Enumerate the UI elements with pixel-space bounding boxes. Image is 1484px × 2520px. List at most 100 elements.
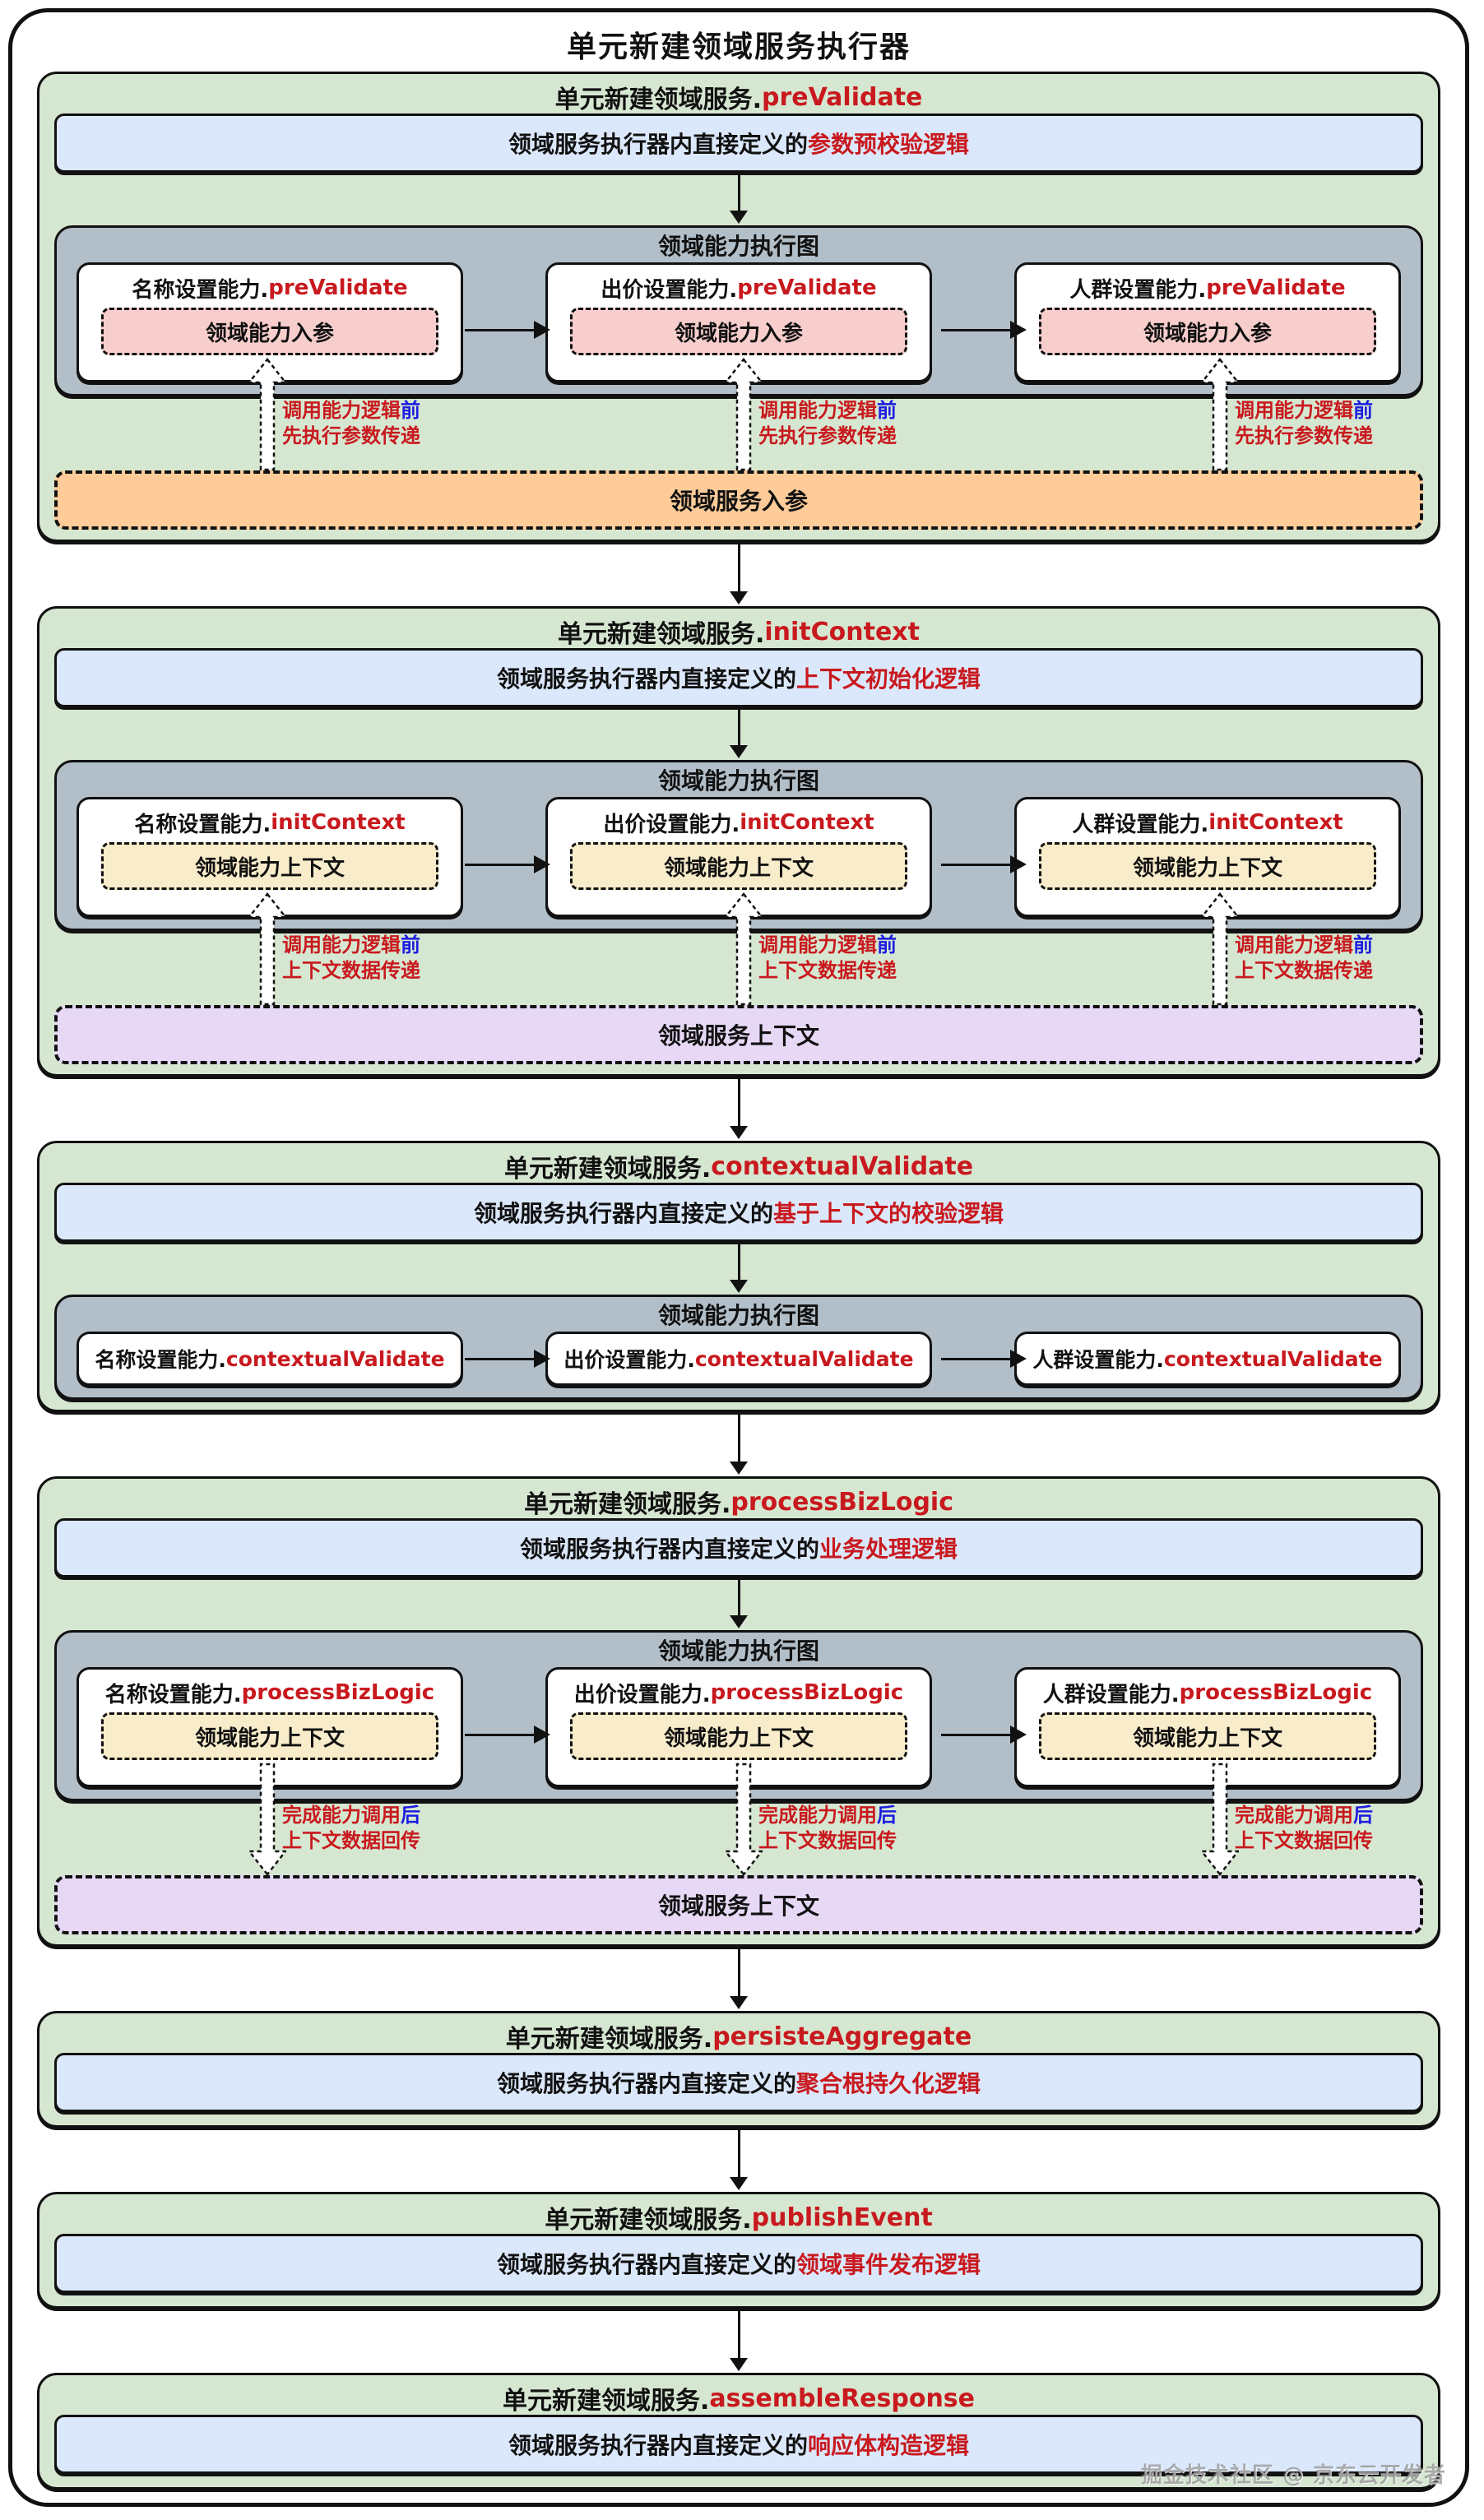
watermark: 掘金技术社区 @ 京东云开发者 xyxy=(1140,2463,1446,2488)
capability-box-bid: 出价设置能力.contextualValidate xyxy=(545,1332,932,1386)
capability-context-box: 领域能力上下文 xyxy=(570,1712,907,1760)
logic-highlight: 上下文初始化逻辑 xyxy=(796,665,981,693)
capability-title: 出价设置能力.preValidate xyxy=(548,271,930,304)
stage-connector-arrow xyxy=(12,1947,1465,2011)
executor-logic-box: 领域服务执行器内直接定义的领域事件发布逻辑 xyxy=(54,2234,1423,2293)
service-context-bar: 领域服务上下文 xyxy=(54,1005,1423,1064)
stage-persisteaggregate: 单元新建领域服务.persisteAggregate 领域服务执行器内直接定义的… xyxy=(37,2011,1440,2128)
flow-label: 调用能力逻辑前先执行参数传递 xyxy=(282,399,420,447)
capability-method: initContext xyxy=(1208,810,1343,835)
capability-method: preValidate xyxy=(1206,276,1346,300)
capability-title: 人群设置能力.contextualValidate xyxy=(1032,1344,1382,1373)
logic-text: 领域服务执行器内直接定义的 xyxy=(496,2070,796,2097)
stage-processbizlogic: 单元新建领域服务.processBizLogic 领域服务执行器内直接定义的业务… xyxy=(37,1476,1440,1947)
capability-method: contextualValidate xyxy=(694,1346,914,1371)
logic-highlight: 聚合根持久化逻辑 xyxy=(796,2070,981,2097)
capability-graph: 领域能力执行图 名称设置能力.contextualValidate 出价设置能力… xyxy=(54,1295,1423,1400)
context-return-zone: 完成能力调用后上下文数据回传 完成能力调用后上下文数据回传 完成能力调用后上下文… xyxy=(54,1763,1423,1876)
logic-highlight: 基于上下文的校验逻辑 xyxy=(773,1200,1004,1227)
capability-name: 人群设置能力. xyxy=(1032,1348,1164,1372)
stage-prevalidate: 单元新建领域服务.preValidate 领域服务执行器内直接定义的参数预校验逻… xyxy=(37,72,1440,542)
dashed-up-arrow-icon xyxy=(725,358,763,471)
flow-label: 调用能力逻辑前上下文数据传递 xyxy=(1235,933,1373,982)
stage-title-black: 单元新建领域服务. xyxy=(523,1490,731,1519)
flow-label: 完成能力调用后上下文数据回传 xyxy=(282,1804,420,1852)
stage-title-black: 单元新建领域服务. xyxy=(505,2025,713,2054)
stage-title-black: 单元新建领域服务. xyxy=(503,1155,712,1184)
capability-name: 名称设置能力. xyxy=(132,277,269,303)
stage-title-method: persisteAggregate xyxy=(712,2022,972,2051)
capability-box-bid: 出价设置能力.initContext 领域能力上下文 xyxy=(545,797,932,917)
right-arrow-icon xyxy=(465,1726,550,1744)
capability-name: 人群设置能力. xyxy=(1042,1682,1180,1707)
capability-title: 出价设置能力.contextualValidate xyxy=(563,1344,913,1373)
capability-title: 人群设置能力.processBizLogic xyxy=(1017,1676,1398,1709)
right-arrow-icon xyxy=(941,1350,1027,1368)
capability-context-box: 领域能力上下文 xyxy=(101,842,438,890)
capability-title: 出价设置能力.initContext xyxy=(548,806,930,839)
dashed-up-arrow-icon xyxy=(248,892,286,1006)
capability-method: initContext xyxy=(740,810,874,835)
stage-title: 单元新建领域服务.persisteAggregate xyxy=(54,2020,1423,2054)
capability-box-crowd: 人群设置能力.initContext 领域能力上下文 xyxy=(1014,797,1401,917)
stage-title: 单元新建领域服务.assembleResponse xyxy=(54,2382,1423,2416)
right-arrow-icon xyxy=(941,1726,1027,1744)
stage-title-method: processBizLogic xyxy=(730,1487,953,1517)
capability-input-box: 领域能力入参 xyxy=(1039,308,1376,355)
logic-text: 领域服务执行器内直接定义的 xyxy=(519,1536,819,1563)
executor-logic-box: 领域服务执行器内直接定义的参数预校验逻辑 xyxy=(54,113,1423,173)
logic-highlight: 响应体构造逻辑 xyxy=(808,2432,970,2459)
down-arrow-icon xyxy=(54,707,1423,760)
stage-title: 单元新建领域服务.preValidate xyxy=(54,81,1423,115)
capability-box-crowd: 人群设置能力.processBizLogic 领域能力上下文 xyxy=(1014,1667,1401,1787)
dashed-down-arrow-icon xyxy=(1201,1763,1239,1876)
context-flow-zone: 调用能力逻辑前上下文数据传递 调用能力逻辑前上下文数据传递 调用能力逻辑前上下文… xyxy=(54,892,1423,1006)
logic-highlight: 参数预校验逻辑 xyxy=(808,131,970,158)
logic-highlight: 领域事件发布逻辑 xyxy=(796,2251,981,2278)
stage-title: 单元新建领域服务.contextualValidate xyxy=(54,1150,1423,1184)
stage-title-method: publishEvent xyxy=(751,2203,933,2232)
down-arrow-icon xyxy=(54,1242,1423,1295)
page-title: 单元新建领域服务执行器 xyxy=(566,30,911,64)
dashed-up-arrow-icon xyxy=(725,892,763,1006)
capability-method: processBizLogic xyxy=(710,1680,904,1705)
capability-title: 名称设置能力.processBizLogic xyxy=(79,1676,461,1709)
capability-name: 出价设置能力. xyxy=(601,277,738,303)
param-flow-zone: 调用能力逻辑前先执行参数传递 调用能力逻辑前先执行参数传递 调用能力逻辑前先执行… xyxy=(54,358,1423,471)
logic-text: 领域服务执行器内直接定义的 xyxy=(508,2432,808,2459)
capability-title: 名称设置能力.preValidate xyxy=(79,271,461,304)
capability-context-box: 领域能力上下文 xyxy=(101,1712,438,1760)
stage-connector-arrow xyxy=(12,542,1465,606)
stage-title-method: initContext xyxy=(764,617,921,646)
capability-input-box: 领域能力入参 xyxy=(101,308,438,355)
capability-method: processBizLogic xyxy=(1179,1680,1373,1705)
capability-row: 名称设置能力.initContext 领域能力上下文 出价设置能力.initCo… xyxy=(77,797,1401,917)
flow-label: 完成能力调用后上下文数据回传 xyxy=(1235,1804,1373,1852)
capability-box-crowd: 人群设置能力.contextualValidate xyxy=(1014,1332,1401,1386)
stage-title-black: 单元新建领域服务. xyxy=(502,2387,710,2416)
flow-label: 调用能力逻辑前上下文数据传递 xyxy=(758,933,897,982)
executor-logic-box: 领域服务执行器内直接定义的聚合根持久化逻辑 xyxy=(54,2053,1423,2112)
logic-text: 领域服务执行器内直接定义的 xyxy=(508,131,808,158)
capability-method: preValidate xyxy=(737,276,877,300)
flow-label: 调用能力逻辑前上下文数据传递 xyxy=(282,933,420,982)
stage-initcontext: 单元新建领域服务.initContext 领域服务执行器内直接定义的上下文初始化… xyxy=(37,606,1440,1077)
capability-graph: 领域能力执行图 名称设置能力.initContext 领域能力上下文 出价设置能… xyxy=(54,760,1423,931)
down-arrow-icon xyxy=(54,1577,1423,1630)
stage-title-black: 单元新建领域服务. xyxy=(557,620,765,649)
capability-name: 名称设置能力. xyxy=(104,1682,242,1707)
executor-logic-box: 领域服务执行器内直接定义的业务处理逻辑 xyxy=(54,1518,1423,1577)
right-arrow-icon xyxy=(465,1350,550,1368)
dashed-up-arrow-icon xyxy=(1201,892,1239,1006)
capability-name: 人群设置能力. xyxy=(1072,812,1209,837)
executor-frame: 单元新建领域服务执行器 单元新建领域服务.preValidate 领域服务执行器… xyxy=(8,8,1469,2507)
stage-title-method: assembleResponse xyxy=(709,2383,976,2413)
dashed-up-arrow-icon xyxy=(1201,358,1239,471)
stage-title: 单元新建领域服务.initContext xyxy=(54,615,1423,650)
service-input-bar: 领域服务入参 xyxy=(54,470,1423,530)
capability-context-box: 领域能力上下文 xyxy=(570,842,907,890)
capability-method: contextualValidate xyxy=(1163,1346,1383,1371)
dashed-down-arrow-icon xyxy=(725,1763,763,1876)
capability-box-name: 名称设置能力.contextualValidate xyxy=(77,1332,463,1386)
